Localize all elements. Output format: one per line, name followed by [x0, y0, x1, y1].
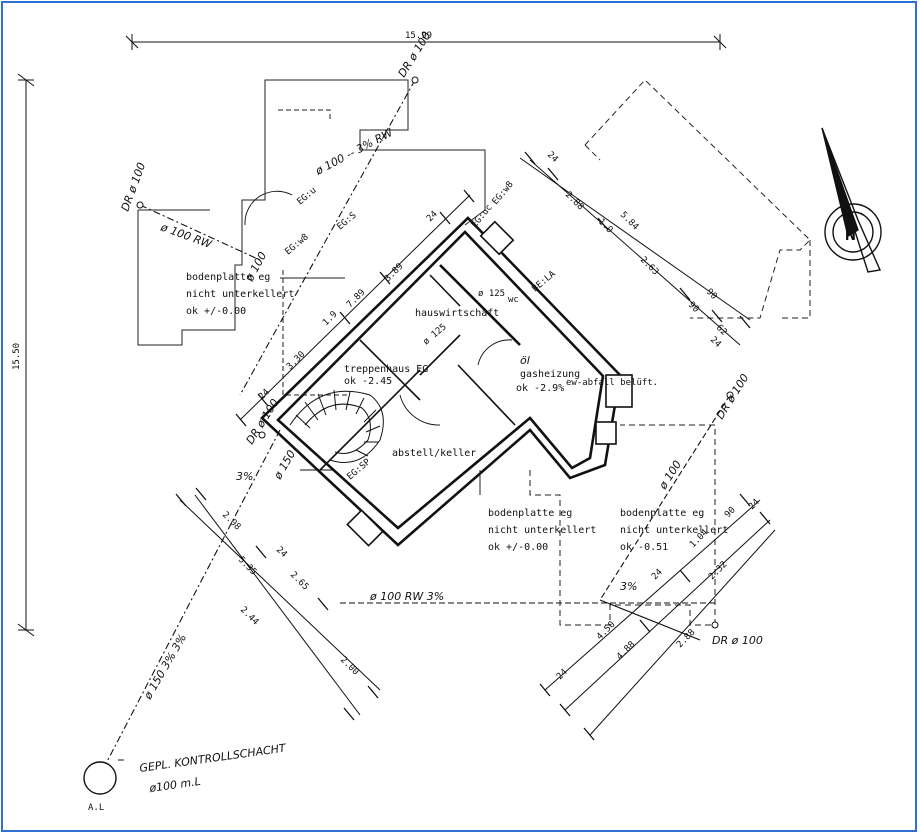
- pipe-bottom-slope: ø 150 3% 3%: [141, 632, 189, 703]
- dim-21: 2.00: [338, 655, 360, 677]
- slab-middle-line3: ok +/-0.00: [488, 542, 548, 553]
- pipe-right-diag: ø 100: [656, 458, 684, 492]
- dim-4: 3.30: [285, 350, 307, 372]
- be-note: BE:LA: [531, 269, 559, 294]
- room-wc: wc: [508, 295, 519, 305]
- pipe-dr-bottom-right: DR ø 100: [712, 634, 763, 647]
- dim-23: 4.88: [615, 640, 637, 662]
- dim-14: 24: [545, 150, 560, 165]
- lightwells: [346, 220, 633, 547]
- pipe-main-diag: ø 150: [271, 448, 298, 482]
- pipe-rw-top: ø 100 -- 3% RW: [312, 125, 396, 178]
- dim-15: 24: [708, 335, 723, 350]
- drain-pipes: [99, 79, 731, 776]
- stair-value: ø 125: [422, 322, 449, 347]
- pipe-ega: EG:u: [296, 186, 319, 208]
- north-arrow: [821, 127, 882, 273]
- pipe-ega3: EG:w8: [491, 180, 516, 207]
- corner-mark: A.L: [88, 803, 104, 813]
- room-treppenhaus-level: ok -2.45: [344, 376, 392, 387]
- overall-width-dimension: [125, 34, 727, 50]
- pipe-dr-right: DR ø 100: [714, 372, 752, 422]
- dim-22: 4.50: [595, 620, 617, 642]
- wc-value: ø 125: [478, 289, 505, 299]
- room-treppenhaus: treppenhaus EG: [344, 364, 428, 375]
- slab-left-line3: ok +/-0.00: [186, 306, 246, 317]
- overall-height-label: 15.50: [12, 343, 22, 370]
- dimension-chains: [179, 157, 776, 736]
- dim-20: 2.44: [238, 605, 260, 627]
- slab-label-left: bodenplatte eg nicht unterkellert ok +/-…: [186, 272, 294, 317]
- pipe-rw-bottom: ø 100 RW 3%: [369, 590, 444, 603]
- slab-left-line1: bodenplatte eg: [186, 272, 270, 283]
- slab-right-line3: ok -0.51: [620, 542, 668, 553]
- room-heizung-level: ok -2.9%: [516, 383, 564, 394]
- room-oel-top: öl: [520, 354, 530, 367]
- dim-10: 2.63: [638, 255, 660, 277]
- lower-slab-outline: [479, 424, 716, 626]
- dim-28: 24: [650, 567, 665, 582]
- pipe-ewk: EG:SP: [346, 457, 374, 482]
- right-dashed-outline: [584, 79, 811, 319]
- dim-25: 2.32: [707, 560, 729, 582]
- dim-29: 90: [723, 505, 738, 520]
- pipe-ega2: EG:w8: [284, 232, 311, 257]
- manhole-note-line1: GEPL. KONTROLLSCHACHT: [139, 741, 288, 775]
- stair-drawing: [289, 389, 384, 463]
- slab-label-middle: bodenplatte eg nicht unterkellert ok +/-…: [488, 508, 596, 553]
- pipe-kont-note: ew-abfall belüft.: [566, 378, 658, 388]
- pipe-small-slope: 3%: [620, 580, 637, 593]
- door-swings: [244, 190, 513, 426]
- slab-left-line2: nicht unterkellert: [186, 289, 294, 300]
- upper-outline: [137, 79, 486, 396]
- pipe-rw-left: ø 100 RW: [158, 220, 214, 251]
- pipe-dr-left: DR ø 100: [119, 161, 149, 213]
- slab-middle-line2: nicht unterkellert: [488, 525, 596, 536]
- pipe-main-slope: 3%: [236, 470, 253, 483]
- drain-points: [136, 76, 734, 629]
- room-heizung: gasheizung: [520, 369, 580, 380]
- dim-18: 2.65: [288, 570, 310, 592]
- slab-right-line2: nicht unterkellert: [620, 525, 728, 536]
- room-abstell: abstell/keller: [392, 448, 476, 459]
- north-letter: N: [845, 224, 856, 245]
- dim-19: 24: [274, 545, 289, 560]
- slab-middle-line1: bodenplatte eg: [488, 508, 572, 519]
- overall-height-dimension: [17, 73, 35, 637]
- dimension-ticks: [175, 151, 771, 741]
- slab-label-right: bodenplatte eg nicht unterkellert ok -0.…: [620, 508, 728, 553]
- dim-16: 2.08: [220, 510, 242, 532]
- dim-12: 90: [686, 300, 701, 315]
- pipe-ew: EG:S: [336, 211, 359, 233]
- room-hauswirtschaft: hauswirtschaft: [415, 308, 499, 319]
- dim-7: 2.88: [563, 190, 585, 212]
- overall-width-label: 15.99: [405, 31, 432, 41]
- manhole-symbol: [83, 761, 117, 795]
- slab-right-line1: bodenplatte eg: [620, 508, 704, 519]
- dim-6: 24: [425, 209, 440, 224]
- manhole-note-line2: ø100 m.L: [148, 775, 202, 795]
